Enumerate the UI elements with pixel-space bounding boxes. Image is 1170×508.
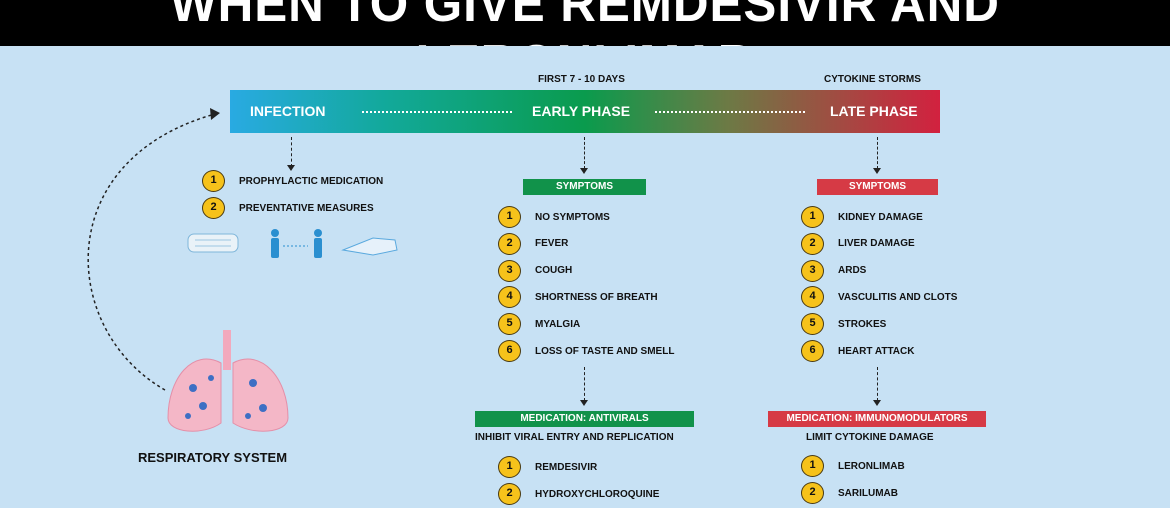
number-badge: 4 (801, 286, 824, 309)
number-badge: 1 (801, 206, 824, 228)
number-badge: 5 (498, 313, 521, 336)
gloves-icon (341, 237, 398, 256)
list-item: 2Hydroxychloroquine (498, 483, 659, 505)
connector (584, 367, 585, 401)
number-badge: 3 (801, 259, 824, 282)
arrow-down-icon (580, 168, 588, 174)
lungs-icon (167, 330, 289, 432)
arrow-down-icon (580, 400, 588, 406)
late-medication-subtitle: Limit Cytokine Damage (806, 432, 934, 443)
dotted-arrow (655, 111, 805, 113)
curved-arrow-icon (87, 108, 220, 391)
list-item: 5Myalgia (498, 313, 580, 336)
list-item: 2Liver Damage (801, 232, 915, 255)
number-badge: 2 (498, 232, 521, 255)
connector (877, 367, 878, 401)
page-title: When to Give Remdesivir and Leronlimab (170, 0, 1000, 46)
list-item: 3Cough (498, 259, 572, 282)
arrow-down-icon (873, 168, 881, 174)
arrow-down-icon (287, 165, 295, 171)
number-badge: 2 (202, 197, 225, 219)
connector (584, 137, 585, 169)
list-item: 4Shortness of Breath (498, 286, 658, 309)
late-medication-header: Medication: Immunomodulators (768, 411, 986, 427)
list-item: 6Heart Attack (801, 340, 914, 362)
number-badge: 2 (801, 232, 824, 255)
number-badge: 4 (498, 286, 521, 309)
number-badge: 1 (801, 455, 824, 477)
organ-label: Respiratory System (138, 450, 288, 465)
prevention-icons (187, 229, 398, 258)
list-item: 1Leronlimab (801, 455, 905, 477)
number-badge: 3 (498, 259, 521, 282)
early-medication-header: Medication: Antivirals (475, 411, 694, 427)
connector (877, 137, 878, 169)
number-badge: 2 (498, 483, 521, 505)
connector (291, 137, 292, 167)
list-item: 1Kidney Damage (801, 206, 923, 228)
list-item: 4Vasculitis and Clots (801, 286, 957, 309)
late-symptoms-header: Symptoms (817, 179, 938, 195)
face-mask-icon (187, 233, 239, 253)
number-badge: 1 (498, 456, 521, 478)
number-badge: 2 (801, 482, 824, 504)
list-item: 2Fever (498, 232, 568, 255)
number-badge: 6 (801, 340, 824, 362)
person-icon (314, 229, 322, 258)
phase-infection: Infection (250, 103, 326, 119)
early-symptoms-header: Symptoms (523, 179, 646, 195)
title-banner: When to Give Remdesivir and Leronlimab (0, 0, 1170, 46)
number-badge: 6 (498, 340, 521, 362)
phase-late: Late Phase (830, 103, 918, 119)
list-item: 5Strokes (801, 313, 886, 336)
number-badge: 5 (801, 313, 824, 336)
late-note: Cytokine Storms (824, 74, 921, 85)
arrow-down-icon (873, 400, 881, 406)
person-icon (271, 229, 279, 258)
list-item: 2Sarilumab (801, 482, 898, 504)
early-note: First 7 - 10 Days (538, 74, 625, 85)
list-item: 6Loss of Taste and Smell (498, 340, 674, 362)
phase-early: Early Phase (532, 103, 631, 119)
list-item: 2Preventative Measures (202, 197, 374, 219)
number-badge: 1 (498, 206, 521, 228)
early-medication-subtitle: Inhibit Viral Entry and Replication (475, 432, 674, 443)
list-item: 1Remdesivir (498, 456, 597, 478)
list-item: 1No Symptoms (498, 206, 610, 228)
number-badge: 1 (202, 170, 225, 192)
timeline-bar: Infection Early Phase Late Phase (230, 90, 940, 133)
list-item: 1Prophylactic Medication (202, 170, 383, 192)
dotted-arrow (362, 111, 512, 113)
